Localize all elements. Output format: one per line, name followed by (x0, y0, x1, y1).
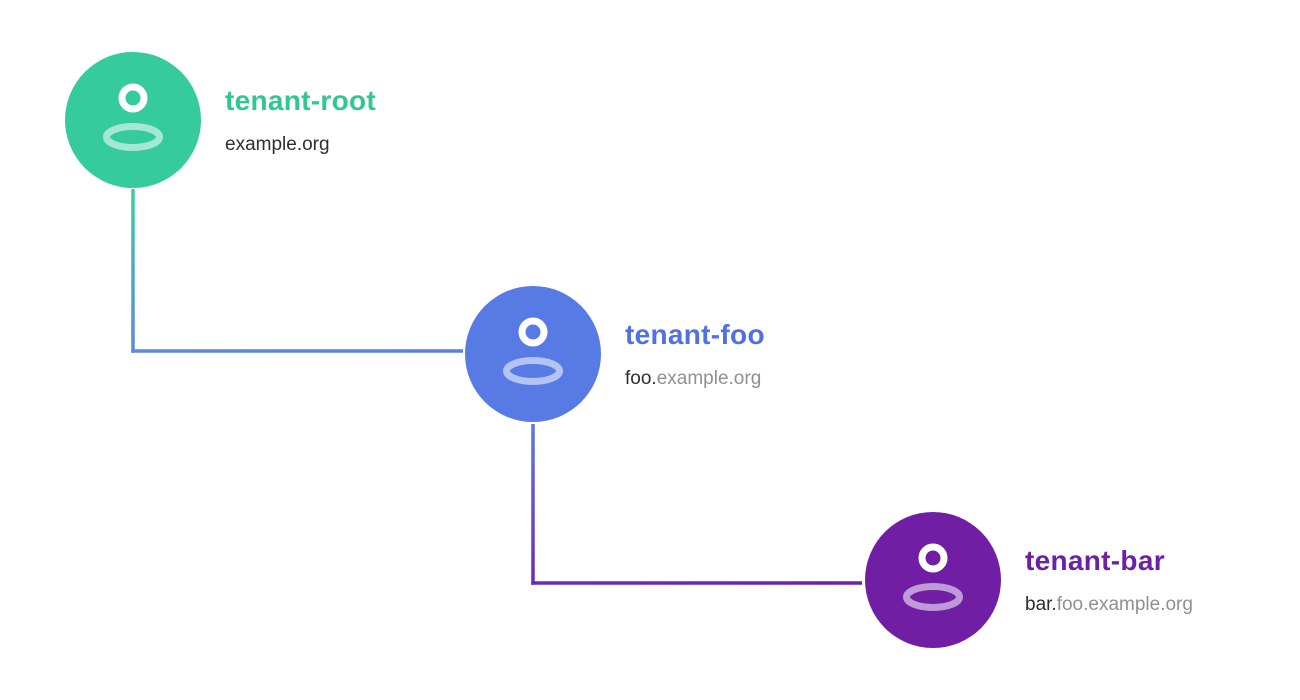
user-body (103, 123, 163, 151)
avatar-circle (465, 286, 601, 422)
avatar-circle (865, 512, 1001, 648)
tenant-domain-primary: bar. (1025, 594, 1057, 615)
node-text-block: tenant-bar bar.foo.example.org (1025, 542, 1193, 618)
tenant-node-root: tenant-root example.org (65, 52, 376, 188)
node-text-block: tenant-root example.org (225, 82, 376, 158)
node-text-block: tenant-foo foo.example.org (625, 316, 765, 392)
tenant-node-bar: tenant-bar bar.foo.example.org (865, 512, 1193, 648)
tenant-domain-label: bar.foo.example.org (1025, 592, 1193, 618)
connector-foo-to-bar (531, 424, 862, 585)
user-head (518, 317, 548, 347)
connector-root-to-foo (131, 189, 463, 353)
tenant-domain-primary: example.org (225, 134, 330, 155)
user-icon (865, 512, 1001, 648)
user-head (918, 543, 948, 573)
user-body (503, 357, 563, 385)
tenant-domain-label: example.org (225, 132, 376, 158)
user-head (118, 83, 148, 113)
user-icon (465, 286, 601, 422)
user-icon (65, 52, 201, 188)
user-body (903, 583, 963, 611)
tenant-name-label: tenant-root (225, 85, 377, 116)
tenant-domain-secondary: foo.example.org (1056, 594, 1193, 615)
tenant-domain-primary: foo. (625, 368, 657, 389)
tenant-name-label: tenant-bar (1025, 545, 1165, 576)
tenant-domain-label: foo.example.org (625, 366, 765, 392)
tenant-name-label: tenant-foo (625, 319, 765, 350)
tenant-node-foo: tenant-foo foo.example.org (465, 286, 765, 422)
tenant-domain-secondary: example.org (656, 368, 762, 389)
avatar-circle (65, 52, 201, 188)
